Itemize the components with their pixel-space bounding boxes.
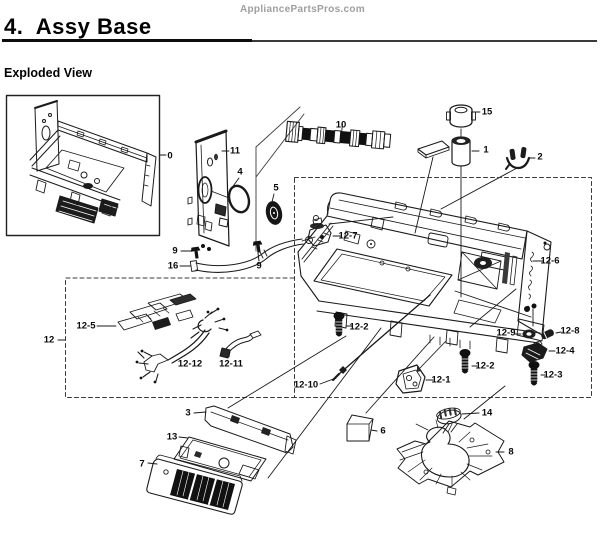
harness-12-12 [135, 307, 229, 384]
part-label-12-11: 12-11 [219, 358, 243, 370]
part-label-14: 14 [481, 407, 493, 419]
grommet-14 [436, 407, 480, 425]
part-label-12-9: 12-9 [496, 327, 516, 339]
header-rule [2, 40, 597, 42]
part-label-12-1: 12-1 [431, 374, 451, 386]
screw-9-right [251, 239, 264, 262]
bracket-12-1 [395, 340, 447, 394]
cap-15 [446, 104, 481, 137]
part-label-12-10: 12-10 [293, 379, 319, 391]
part-label-0: 0 [167, 150, 173, 162]
bolt-12-2-right [459, 348, 478, 374]
part-label-5: 5 [273, 182, 279, 194]
part-label-9a: 9 [172, 245, 178, 257]
part-label-4: 4 [237, 166, 243, 178]
projection-lines [255, 106, 305, 252]
part-label-1: 1 [483, 144, 489, 156]
bracket-3 [193, 405, 297, 455]
part-label-12-12: 12-12 [177, 358, 203, 370]
gasket-5 [265, 193, 283, 225]
panel-13 [173, 436, 267, 482]
part-label-12-5: 12-5 [76, 320, 96, 332]
part-label-12-7: 12-7 [338, 230, 358, 242]
hose-10 [285, 120, 392, 150]
pad-sponge [414, 140, 450, 234]
part-label-12-2b: 12-2 [475, 360, 495, 372]
assembled-base-box [5, 94, 167, 237]
hose-16 [179, 236, 316, 273]
part-label-12-4: 12-4 [555, 345, 575, 357]
part-label-12: 12 [43, 334, 55, 346]
bolt-12-3 [528, 360, 546, 386]
base-frame [297, 192, 552, 354]
group-box-12 [65, 277, 295, 398]
part-label-9b: 9 [256, 260, 262, 272]
bolt-12-2-left [333, 311, 353, 337]
grille-7 [146, 454, 243, 515]
part-label-16: 16 [167, 260, 179, 272]
part-label-11: 11 [229, 145, 241, 157]
wire-12-11 [219, 330, 262, 359]
part-label-3: 3 [185, 407, 191, 419]
title-underline [2, 39, 252, 42]
section-label: Exploded View [4, 66, 92, 80]
o-ring-4 [210, 177, 251, 214]
tape-12-5 [96, 293, 197, 331]
part-label-8: 8 [508, 446, 514, 458]
part-label-13: 13 [166, 431, 178, 443]
watermark-text: AppliancePartsPros.com [240, 4, 365, 15]
panel-bracket-11 [187, 129, 230, 251]
clip-2 [440, 147, 536, 210]
washer-12-9 [514, 329, 536, 339]
part-label-12-6: 12-6 [540, 255, 560, 267]
rod-12-10 [319, 294, 431, 385]
part-label-6: 6 [380, 425, 386, 437]
part-label-7: 7 [139, 458, 145, 470]
screw-9-left [180, 245, 202, 260]
page-title: 4. Assy Base [4, 14, 152, 39]
part-label-15: 15 [481, 106, 493, 118]
group-box-12-6 [294, 177, 592, 398]
pin-12-8 [541, 329, 562, 340]
part-label-12-3: 12-3 [543, 369, 563, 381]
part-label-12-2a: 12-2 [349, 321, 369, 333]
cylinder-1 [451, 136, 480, 298]
foot-12-4 [521, 340, 556, 363]
part-label-12-8: 12-8 [560, 325, 580, 337]
part-label-10: 10 [335, 119, 347, 131]
plate-8 [396, 419, 505, 496]
box-6 [346, 414, 378, 442]
part-label-2: 2 [537, 151, 543, 163]
